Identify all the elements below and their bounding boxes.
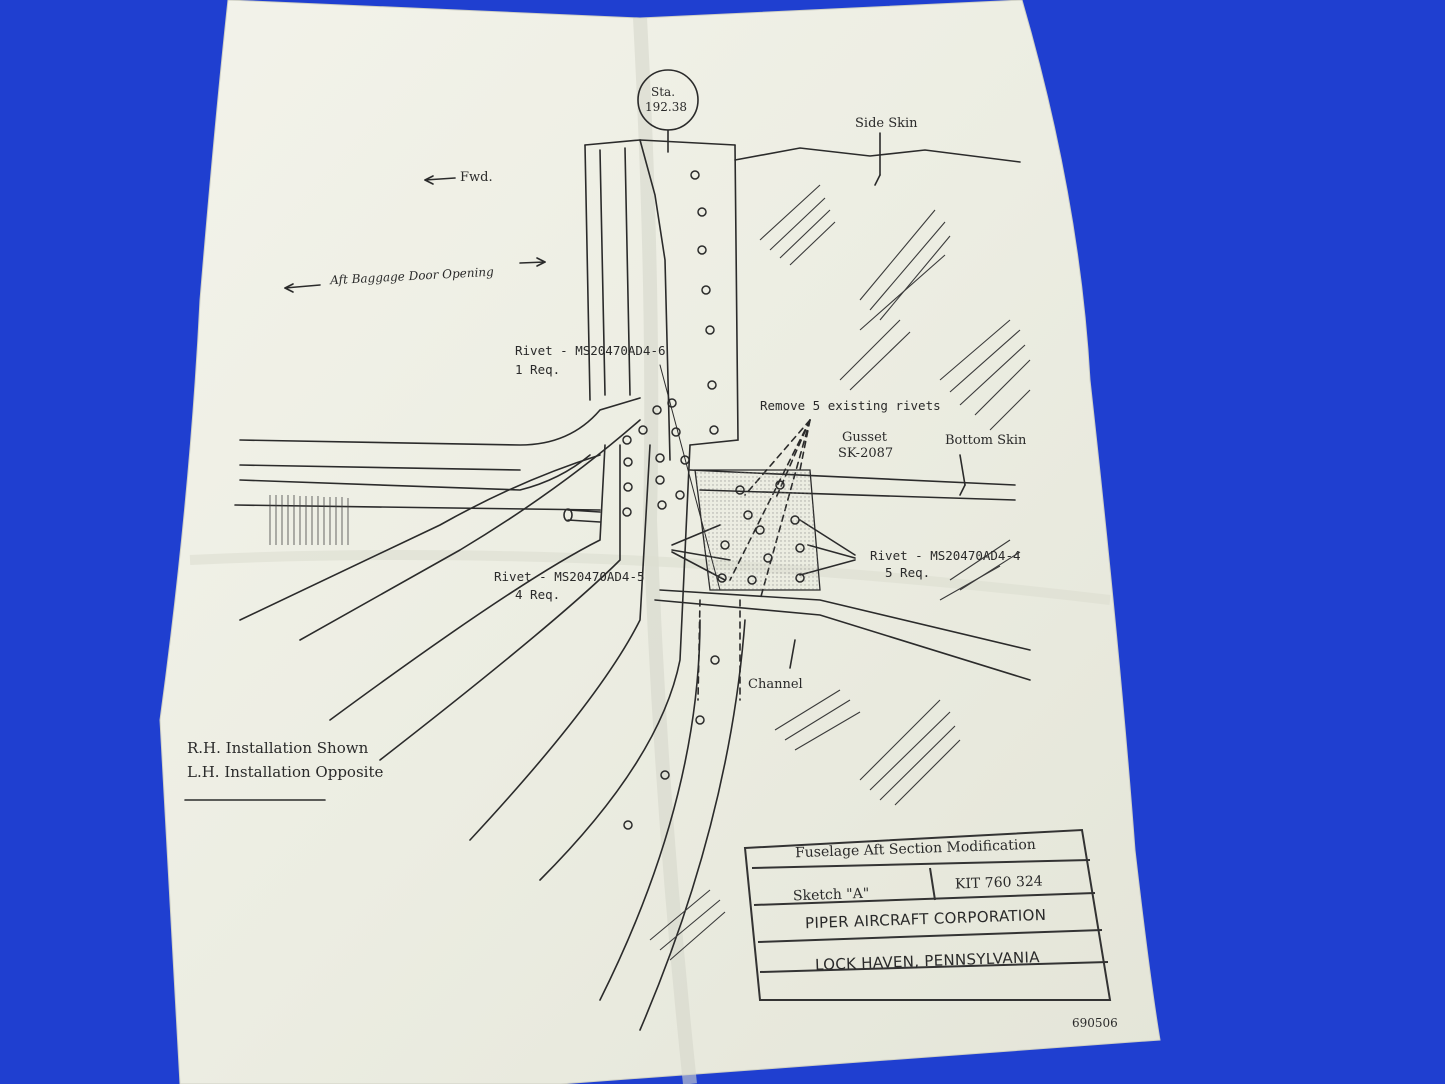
side-skin-label: Side Skin — [855, 116, 918, 131]
gusset-label: Gusset — [842, 430, 888, 445]
title-block-kit: KIT 760 324 — [954, 873, 1043, 893]
channel-label: Channel — [748, 677, 803, 692]
rivet-qty-1: 1 Req. — [515, 362, 561, 377]
installation-note-2: L.H. Installation Opposite — [187, 763, 384, 781]
rivet-qty-3: 5 Req. — [885, 565, 931, 580]
rivet-label-1: Rivet - MS20470AD4-6 — [515, 343, 666, 358]
installation-note-1: R.H. Installation Shown — [187, 739, 369, 757]
rivet-label-3: Rivet - MS20470AD4-4 — [870, 548, 1021, 563]
station-label-top: Sta. — [651, 85, 676, 99]
bottom-skin-label: Bottom Skin — [945, 433, 1027, 448]
rivet-qty-2: 4 Req. — [515, 587, 561, 602]
document-number: 690506 — [1072, 1016, 1118, 1030]
fwd-label: Fwd. — [460, 170, 493, 185]
rivet-label-2: Rivet - MS20470AD4-5 — [494, 569, 645, 584]
station-value: 192.38 — [645, 100, 687, 114]
remove-rivets-label: Remove 5 existing rivets — [760, 398, 941, 413]
gusset-part-label: SK-2087 — [838, 446, 894, 461]
title-block-sketch: Sketch "A" — [792, 885, 870, 905]
